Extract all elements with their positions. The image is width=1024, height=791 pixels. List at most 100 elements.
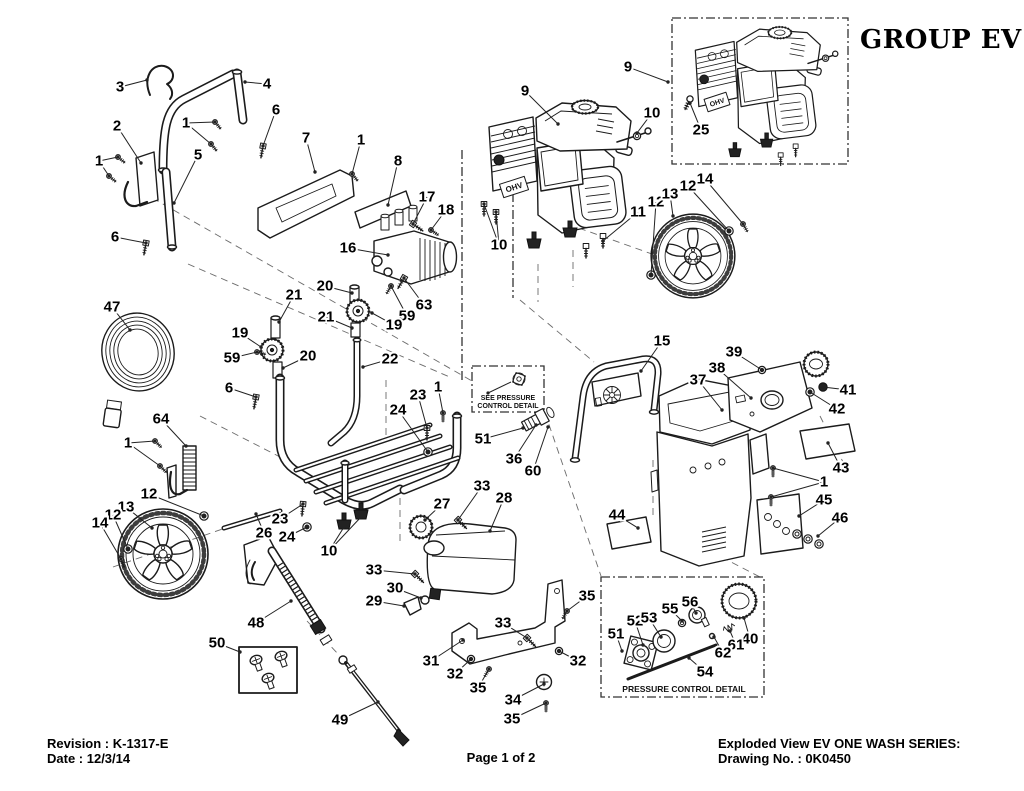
callout-44: 44 <box>609 507 626 524</box>
leader-dot <box>620 649 624 653</box>
leader-line <box>185 122 212 145</box>
leader-dot <box>671 214 675 218</box>
cross-panel-7 <box>257 169 355 239</box>
tank-cap-27 <box>408 514 434 540</box>
leader-line <box>328 516 362 552</box>
leader-dot <box>254 395 258 399</box>
leader-dot <box>419 596 423 600</box>
leader-line <box>262 109 277 147</box>
leader-dot <box>342 525 346 529</box>
pump-assembly <box>371 204 458 285</box>
leader-line <box>325 316 353 329</box>
leader-line <box>650 201 657 276</box>
leader-line <box>362 358 391 368</box>
leader-line <box>817 517 841 537</box>
leader-line <box>185 121 216 124</box>
leader-dot <box>469 657 473 661</box>
callout-51: 51 <box>608 626 625 643</box>
leader-line <box>228 387 257 398</box>
callout-7: 7 <box>302 130 310 147</box>
leader-dot <box>749 396 753 400</box>
series-text: Exploded View EV ONE WASH SERIES: <box>718 736 961 751</box>
leader-dot <box>254 512 258 516</box>
callout-59: 59 <box>399 308 416 325</box>
leader-dot <box>666 80 670 84</box>
leader-dot <box>119 557 123 561</box>
leader-line <box>688 657 706 673</box>
leader-line <box>397 409 429 453</box>
callout-35: 35 <box>579 588 596 605</box>
callout-25: 25 <box>693 122 710 139</box>
leader-line <box>387 160 399 206</box>
callout-6: 6 <box>272 102 280 119</box>
leader-dot <box>429 228 433 232</box>
leader-line <box>112 514 129 550</box>
callout-28: 28 <box>496 490 513 507</box>
leader-line <box>339 701 379 721</box>
leader-line <box>689 102 702 131</box>
leader-line <box>716 367 752 399</box>
leader-dot <box>557 649 561 653</box>
callout-60: 60 <box>525 463 542 480</box>
handle-assembly <box>123 64 412 252</box>
footer-left: Revision : K-1317-E Date : 12/3/14 <box>47 736 168 766</box>
callout-10: 10 <box>644 105 661 122</box>
leader-line <box>704 178 744 225</box>
callout-35: 35 <box>504 711 521 728</box>
leader-line <box>513 424 537 460</box>
leader-dot <box>487 667 491 671</box>
leader-line <box>127 442 161 467</box>
leader-line <box>697 379 723 411</box>
leader-line <box>772 467 825 483</box>
leader-line <box>231 351 258 359</box>
leader-line <box>116 125 142 164</box>
spring-64 <box>166 445 197 499</box>
leader-dot <box>441 411 445 415</box>
callout-39: 39 <box>726 344 743 361</box>
leader-line <box>373 569 416 575</box>
leader-dot <box>150 526 154 530</box>
leader-line <box>822 386 849 391</box>
leader-dot <box>728 629 732 633</box>
callout-1: 1 <box>820 474 828 491</box>
leader-dot <box>305 525 309 529</box>
callout-37: 37 <box>690 372 707 389</box>
seat-53 <box>652 629 676 653</box>
ohv-sticker-detail: OHV <box>703 91 731 113</box>
leader-line <box>566 595 588 612</box>
drawing-number-text: Drawing No. : 0K0450 <box>718 750 851 766</box>
callout-48: 48 <box>248 615 265 632</box>
o-ring-30 <box>420 595 430 605</box>
leader-line <box>424 503 443 521</box>
callout-26: 26 <box>256 525 273 542</box>
callout-19: 19 <box>232 325 249 342</box>
leader-line <box>390 285 408 317</box>
callout-41: 41 <box>840 382 857 399</box>
hose-fitting <box>102 399 122 429</box>
leader-dot <box>534 423 538 427</box>
leader-dot <box>760 368 764 372</box>
leader-line <box>351 139 362 175</box>
coupling-19-left <box>259 337 285 363</box>
leader-dot <box>720 408 724 412</box>
valve-56 <box>688 606 710 628</box>
leader-dot <box>494 210 498 214</box>
rod-54 <box>626 643 718 681</box>
gun-holder-bracket-31 <box>451 579 566 691</box>
callout-24: 24 <box>390 402 407 419</box>
leader-dot <box>546 425 550 429</box>
leader-line <box>602 211 639 242</box>
pipe-22 <box>327 336 361 447</box>
callout-15: 15 <box>654 333 671 350</box>
spray-gun-48 <box>243 535 333 646</box>
leader-line <box>125 506 153 529</box>
leader-dot <box>769 495 773 499</box>
callout-14: 14 <box>92 515 109 532</box>
callout-20: 20 <box>317 278 334 295</box>
pressure-control-detail-label: PRESSURE CONTROL DETAIL <box>622 684 745 694</box>
leader-line <box>282 355 309 369</box>
leader-line <box>279 503 304 520</box>
leader-dot <box>359 515 363 519</box>
leader-line <box>347 247 389 256</box>
leader-line <box>255 513 265 534</box>
